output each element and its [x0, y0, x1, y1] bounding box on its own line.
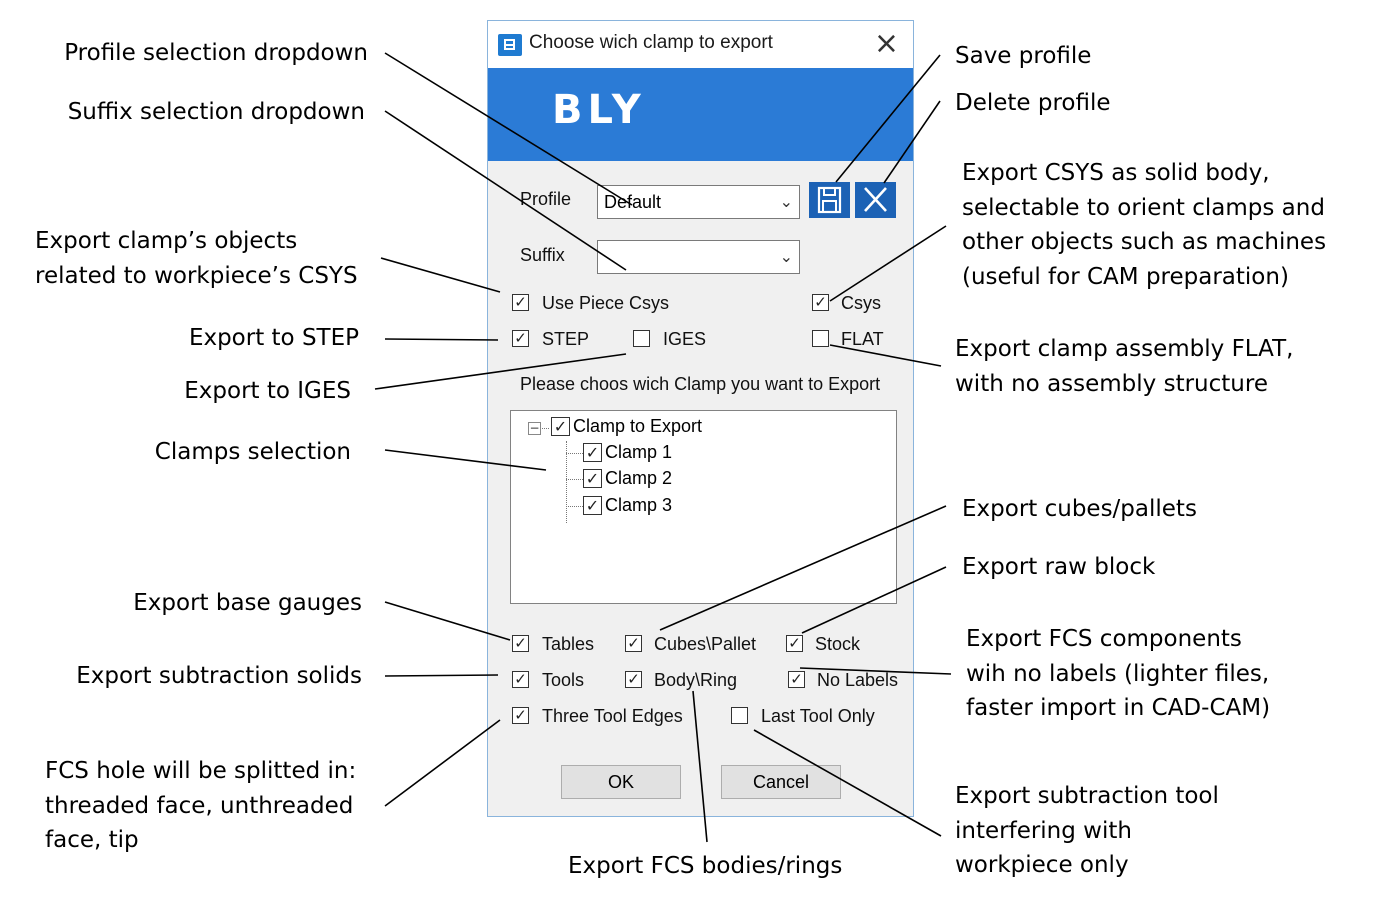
- profile-label: Profile: [520, 189, 572, 209]
- save-icon: [817, 186, 842, 214]
- tree-connector: [542, 428, 549, 429]
- tree-connector: [566, 453, 583, 454]
- dialog-title: Choose wich clamp to export: [529, 32, 773, 53]
- tools-checkbox[interactable]: ✓: [512, 671, 529, 688]
- tree-connector: [566, 506, 583, 507]
- annotation-suffix-dropdown: Suffix selection dropdown: [67, 99, 365, 125]
- annotation-subtraction-tool: Export subtraction tool interfering with…: [955, 783, 1219, 878]
- delete-profile-button[interactable]: [855, 182, 896, 218]
- stock-checkbox[interactable]: ✓: [786, 635, 803, 652]
- bly-logo: BLY: [552, 87, 646, 133]
- profile-value: Default: [604, 192, 662, 212]
- annotation-csys-related: Export clamp’s objects related to workpi…: [35, 228, 358, 289]
- annotation-cubes-pallets: Export cubes/pallets: [962, 496, 1197, 522]
- delete-icon: [864, 187, 887, 212]
- collapse-icon[interactable]: −: [528, 421, 541, 435]
- tree-prompt: Please choos wich Clamp you want to Expo…: [520, 374, 881, 394]
- annotation-flat-export: Export clamp assembly FLAT, with no asse…: [955, 336, 1294, 397]
- cancel-button[interactable]: Cancel: [721, 765, 841, 799]
- leader-fcs-hole: [384, 719, 501, 807]
- leader-csys-related: [380, 257, 501, 293]
- three-tool-edges-checkbox[interactable]: ✓: [512, 707, 529, 724]
- tree-item: Clamp 3: [605, 495, 673, 515]
- iges-label: IGES: [663, 329, 707, 349]
- leader-subtraction: [384, 674, 499, 677]
- tree-connector: [566, 479, 583, 480]
- flat-label: FLAT: [841, 329, 884, 349]
- close-icon[interactable]: ×: [873, 26, 899, 61]
- annotation-fcs-bodies: Export FCS bodies/rings: [568, 853, 843, 879]
- three-tool-edges-label: Three Tool Edges: [542, 706, 683, 726]
- chevron-down-icon: ⌄: [779, 192, 793, 211]
- clamp-3-checkbox[interactable]: ✓: [583, 496, 602, 515]
- chevron-down-icon: ⌄: [779, 247, 793, 266]
- annotation-csys-solid: Export CSYS as solid body, selectable to…: [962, 160, 1327, 290]
- last-tool-only-checkbox[interactable]: [731, 707, 748, 724]
- stock-label: Stock: [815, 634, 861, 654]
- body-ring-checkbox[interactable]: ✓: [625, 671, 642, 688]
- tree-root-checkbox[interactable]: ✓: [551, 417, 570, 436]
- tools-label: Tools: [542, 670, 585, 690]
- save-profile-button[interactable]: [809, 182, 850, 218]
- cubes-pallet-checkbox[interactable]: ✓: [625, 635, 642, 652]
- clamp-2-checkbox[interactable]: ✓: [583, 469, 602, 488]
- csys-label: Csys: [841, 293, 881, 313]
- annotation-export-step: Export to STEP: [188, 325, 359, 351]
- use-piece-csys-label: Use Piece Csys: [542, 293, 670, 313]
- annotation-fcs-no-labels: Export FCS components wih no labels (lig…: [966, 626, 1271, 721]
- tree-item: Clamp 1: [605, 442, 673, 462]
- cubes-pallet-label: Cubes\Pallet: [654, 634, 757, 654]
- annotation-clamps-selection: Clamps selection: [154, 439, 351, 465]
- leader-step: [384, 338, 499, 341]
- annotation-subtraction-solids: Export subtraction solids: [76, 663, 362, 689]
- title-bar: Choose wich clamp to export ×: [488, 21, 913, 68]
- tables-checkbox[interactable]: ✓: [512, 635, 529, 652]
- flat-checkbox[interactable]: [812, 330, 829, 347]
- clamp-tree[interactable]: − ✓ Clamp to Export ✓ Clamp 1 ✓ Clamp 2 …: [510, 410, 897, 604]
- ok-button[interactable]: OK: [561, 765, 681, 799]
- tables-label: Tables: [542, 634, 595, 654]
- clamp-1-checkbox[interactable]: ✓: [583, 443, 602, 462]
- suffix-label: Suffix: [520, 245, 565, 265]
- export-dialog: Choose wich clamp to export × BLY Profil…: [487, 20, 914, 817]
- step-checkbox[interactable]: ✓: [512, 330, 529, 347]
- annotation-save-profile: Save profile: [955, 43, 1092, 69]
- step-label: STEP: [542, 329, 590, 349]
- brand-banner: BLY: [488, 68, 913, 161]
- tree-root-label: Clamp to Export: [573, 416, 703, 436]
- body-ring-label: Body\Ring: [654, 670, 738, 690]
- no-labels-checkbox[interactable]: ✓: [788, 671, 805, 688]
- app-icon: [498, 34, 522, 56]
- tree-item: Clamp 2: [605, 468, 673, 488]
- annotation-export-iges: Export to IGES: [184, 378, 351, 404]
- annotation-fcs-hole: FCS hole will be splitted in: threaded f…: [45, 758, 357, 853]
- tree-connector: [566, 441, 567, 523]
- suffix-dropdown[interactable]: ⌄: [597, 240, 800, 274]
- last-tool-only-label: Last Tool Only: [761, 706, 875, 726]
- use-piece-csys-checkbox[interactable]: ✓: [512, 294, 529, 311]
- no-labels-label: No Labels: [817, 670, 899, 690]
- csys-checkbox[interactable]: ✓: [812, 294, 829, 311]
- profile-dropdown[interactable]: Default ⌄: [597, 185, 800, 219]
- iges-checkbox[interactable]: [633, 330, 650, 347]
- annotation-profile-dropdown: Profile selection dropdown: [64, 40, 368, 66]
- annotation-base-gauges: Export base gauges: [133, 590, 362, 616]
- annotation-raw-block: Export raw block: [962, 554, 1156, 580]
- annotation-delete-profile: Delete profile: [955, 90, 1111, 116]
